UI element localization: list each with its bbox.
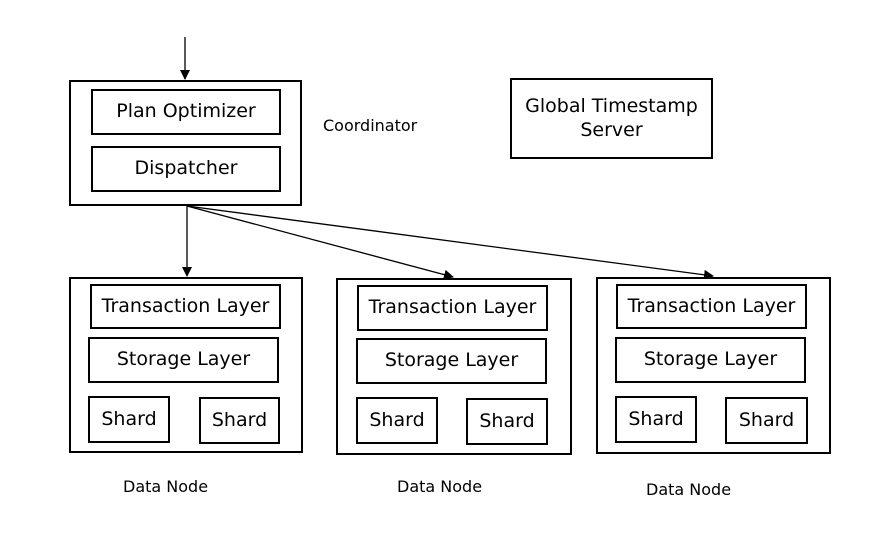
transaction-layer-box: Transaction Layer bbox=[616, 284, 807, 329]
shard-box: Shard bbox=[615, 396, 697, 443]
transaction-layer-box: Transaction Layer bbox=[357, 285, 548, 331]
data-node-label: Data Node bbox=[123, 477, 209, 496]
shard-box: Shard bbox=[466, 398, 548, 445]
transaction-layer-box: Transaction Layer bbox=[90, 284, 281, 329]
dispatch-arrow-node-3 bbox=[186, 205, 714, 280]
timestamp-server-line-1: Global Timestamp bbox=[525, 94, 698, 117]
storage-layer-box: Storage Layer bbox=[356, 338, 547, 384]
dispatch-arrow-node-2 bbox=[186, 205, 454, 280]
global-timestamp-server-box: Global Timestamp Server bbox=[510, 78, 713, 159]
storage-layer-box: Storage Layer bbox=[615, 337, 806, 383]
plan-optimizer-box: Plan Optimizer bbox=[91, 89, 281, 135]
shard-box: Shard bbox=[725, 397, 808, 444]
storage-layer-box: Storage Layer bbox=[88, 337, 279, 383]
shard-box: Shard bbox=[356, 397, 438, 444]
timestamp-server-line-2: Server bbox=[580, 118, 643, 141]
shard-box: Shard bbox=[199, 397, 280, 444]
dispatcher-box: Dispatcher bbox=[91, 146, 281, 192]
data-node-label: Data Node bbox=[646, 480, 732, 499]
coordinator-label: Coordinator bbox=[323, 116, 418, 135]
shard-box: Shard bbox=[88, 396, 170, 443]
data-node-label: Data Node bbox=[397, 477, 483, 496]
